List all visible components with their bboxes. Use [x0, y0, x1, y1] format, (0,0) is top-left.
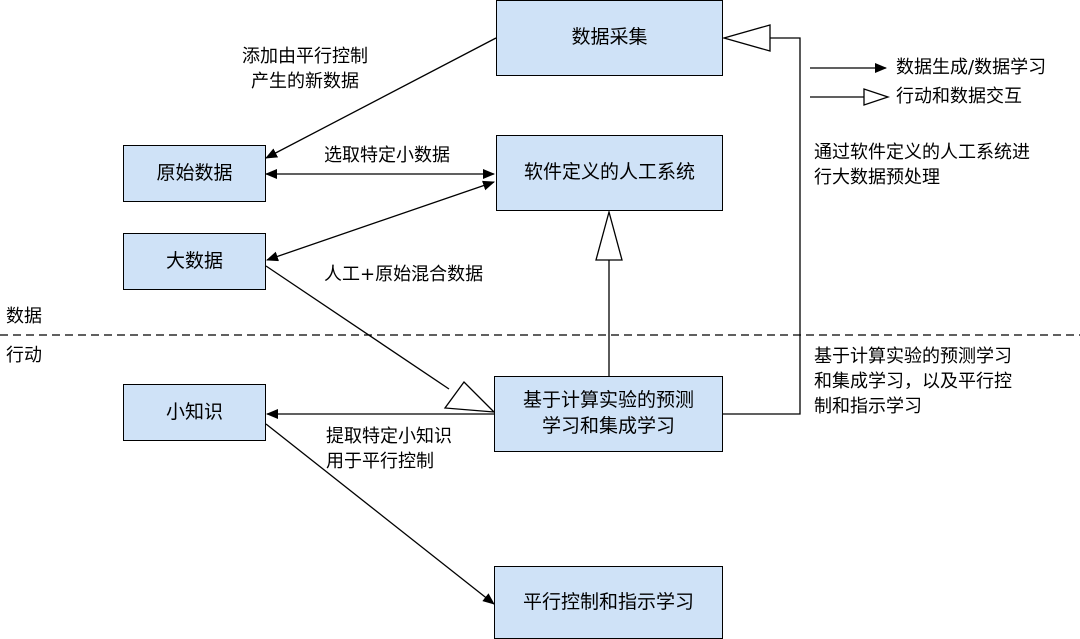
label-preprocess-line-1: 通过软件定义的人工系统进	[814, 142, 1030, 163]
label-select-small-data: 选取特定小数据	[324, 145, 450, 166]
zone-label-action: 行动	[6, 345, 42, 366]
box-data-collection-label: 数据采集	[571, 26, 648, 49]
label-mixed-data: 人工+原始混合数据	[324, 264, 484, 285]
label-predict-desc: 基于计算实验的预测学习 和集成学习，以及平行控 制和指示学习	[814, 344, 1012, 420]
arrow-big-artificial	[266, 180, 495, 262]
zone-label-data: 数据	[6, 306, 42, 327]
label-add-new-data-line-2: 产生的新数据	[251, 71, 359, 93]
box-raw-data: 原始数据	[123, 145, 266, 202]
box-data-collection: 数据采集	[496, 0, 723, 76]
box-parallel-control-label: 平行控制和指示学习	[522, 590, 694, 613]
box-prediction-learning-line-2: 学习和集成学习	[541, 415, 675, 437]
arrow-collection-to-raw	[265, 37, 497, 159]
hollow-arrowhead-collection	[721, 24, 771, 52]
box-raw-data-label: 原始数据	[156, 161, 233, 184]
box-big-data: 大数据	[123, 233, 266, 290]
box-small-knowledge: 小知识	[123, 384, 266, 441]
box-prediction-learning-line-1: 基于计算实验的预测	[522, 389, 694, 412]
loop-prediction-to-collection	[723, 37, 801, 415]
arrow-knowledge-to-control	[265, 423, 495, 605]
legend-interaction-label: 行动和数据交互	[896, 86, 1022, 107]
legend-hollow-arrowhead	[863, 88, 891, 106]
box-big-data-label: 大数据	[165, 249, 223, 272]
box-artificial-system: 软件定义的人工系统	[496, 135, 723, 211]
label-preprocess: 通过软件定义的人工系统进 行大数据预处理	[814, 140, 1030, 190]
hollow-arrowhead-artificial	[595, 209, 623, 261]
legend-generation-label: 数据生成/数据学习	[896, 57, 1047, 78]
box-parallel-control: 平行控制和指示学习	[494, 566, 723, 639]
box-prediction-learning: 基于计算实验的预测 学习和集成学习	[494, 376, 723, 452]
label-extract-knowledge-line-2: 用于平行控制	[326, 451, 434, 473]
label-add-new-data-line-1: 添加由平行控制	[242, 46, 368, 67]
hollow-arrowhead-prediction	[443, 381, 496, 413]
label-predict-desc-line-1: 基于计算实验的预测学习	[814, 346, 1012, 367]
label-extract-knowledge-line-1: 提取特定小知识	[326, 426, 452, 447]
label-predict-desc-line-3: 制和指示学习	[814, 396, 922, 418]
label-extract-knowledge: 提取特定小知识 用于平行控制	[326, 424, 452, 474]
box-artificial-system-label: 软件定义的人工系统	[523, 161, 695, 184]
box-small-knowledge-label: 小知识	[165, 400, 223, 423]
arrow-big-to-prediction	[265, 265, 450, 390]
label-preprocess-line-2: 行大数据预处理	[814, 167, 940, 189]
label-add-new-data: 添加由平行控制 产生的新数据	[220, 44, 390, 94]
label-predict-desc-line-2: 和集成学习，以及平行控	[814, 371, 1012, 393]
